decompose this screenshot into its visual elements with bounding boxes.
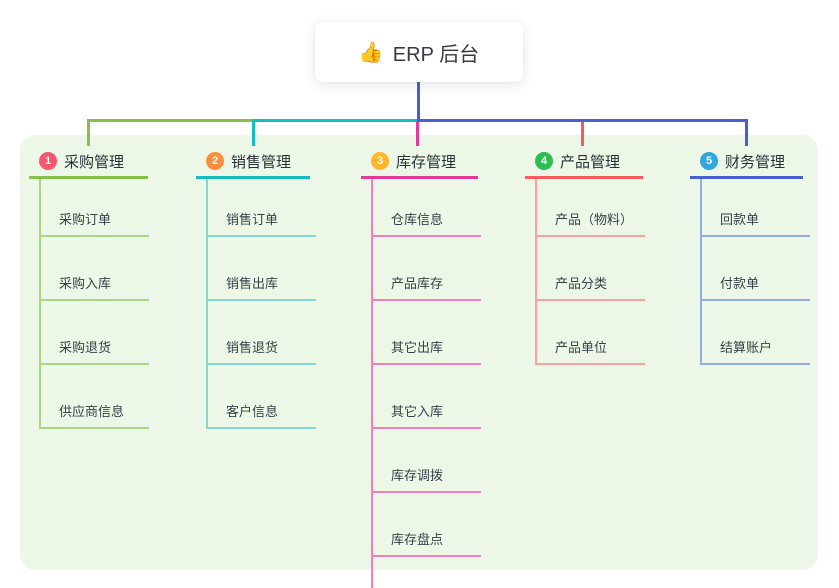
branch-label: 采购管理 (64, 153, 125, 171)
connector-drop-branch4 (581, 122, 584, 146)
branch-header-inventory[interactable]: 3 库存管理 (361, 146, 478, 179)
branch-header-sales[interactable]: 2 销售管理 (196, 146, 310, 179)
branch-sales: 2 销售管理 销售订单 销售出库 销售退货 客户信息 (196, 146, 316, 429)
branch-children: 产品（物料） 产品分类 产品单位 (535, 179, 646, 365)
child-node[interactable]: 客户信息 (208, 365, 316, 429)
child-node[interactable]: 付款单 (702, 237, 810, 301)
branch-header-purchase[interactable]: 1 采购管理 (29, 146, 148, 179)
connector-bus-left (87, 119, 254, 122)
child-node[interactable]: 销售出库 (208, 237, 316, 301)
branch-purchase: 1 采购管理 采购订单 采购入库 采购退货 供应商信息 (29, 146, 149, 429)
child-node[interactable]: 产品（物料） (537, 179, 646, 237)
child-node[interactable]: 采购订单 (41, 179, 149, 237)
connector-root-drop (417, 82, 420, 122)
connector-drop-branch5 (745, 119, 748, 146)
branch-number-badge: 1 (39, 152, 57, 170)
connector-bus-mid (252, 119, 418, 122)
branch-header-product[interactable]: 4 产品管理 (525, 146, 643, 179)
child-node[interactable]: 采购入库 (41, 237, 149, 301)
branch-number-badge: 5 (700, 152, 718, 170)
child-node[interactable]: 销售订单 (208, 179, 316, 237)
branch-label: 财务管理 (725, 153, 786, 171)
branch-number-badge: 3 (371, 152, 389, 170)
connector-bus-right (417, 119, 748, 122)
branch-children: 采购订单 采购入库 采购退货 供应商信息 (39, 179, 149, 429)
thumbs-up-icon: 👍 (358, 41, 384, 64)
branch-children: 仓库信息 产品库存 其它出库 其它入库 库存调拨 库存盘点 出库库明细 (371, 179, 481, 588)
branch-label: 销售管理 (231, 153, 292, 171)
branch-finance: 5 财务管理 回款单 付款单 结算账户 (690, 146, 810, 365)
branch-product: 4 产品管理 产品（物料） 产品分类 产品单位 (525, 146, 646, 365)
connector-drop-branch1 (87, 119, 90, 146)
root-title: ERP 后台 (392, 43, 480, 66)
child-node[interactable]: 采购退货 (41, 301, 149, 365)
child-node[interactable]: 产品库存 (373, 237, 481, 301)
child-node[interactable]: 其它出库 (373, 301, 481, 365)
branch-number-badge: 2 (206, 152, 224, 170)
child-node[interactable]: 出库库明细 (373, 557, 481, 588)
child-node[interactable]: 供应商信息 (41, 365, 149, 429)
child-node[interactable]: 其它入库 (373, 365, 481, 429)
branch-header-finance[interactable]: 5 财务管理 (690, 146, 803, 179)
branch-label: 库存管理 (396, 153, 457, 171)
child-node[interactable]: 结算账户 (702, 301, 810, 365)
child-node[interactable]: 库存盘点 (373, 493, 481, 557)
child-node[interactable]: 仓库信息 (373, 179, 481, 237)
branch-children: 销售订单 销售出库 销售退货 客户信息 (206, 179, 316, 429)
child-node[interactable]: 产品单位 (537, 301, 645, 365)
branch-children: 回款单 付款单 结算账户 (700, 179, 810, 365)
child-node[interactable]: 回款单 (702, 179, 810, 237)
root-node[interactable]: 👍 ERP 后台 (315, 22, 523, 82)
branch-inventory: 3 库存管理 仓库信息 产品库存 其它出库 其它入库 库存调拨 库存盘点 出库库… (361, 146, 481, 588)
connector-drop-branch3 (416, 122, 419, 146)
child-node[interactable]: 产品分类 (537, 237, 645, 301)
branch-label: 产品管理 (560, 153, 621, 171)
branch-number-badge: 4 (535, 152, 553, 170)
child-node[interactable]: 库存调拨 (373, 429, 481, 493)
background-panel (20, 135, 818, 570)
child-node[interactable]: 销售退货 (208, 301, 316, 365)
connector-drop-branch2 (252, 119, 255, 146)
